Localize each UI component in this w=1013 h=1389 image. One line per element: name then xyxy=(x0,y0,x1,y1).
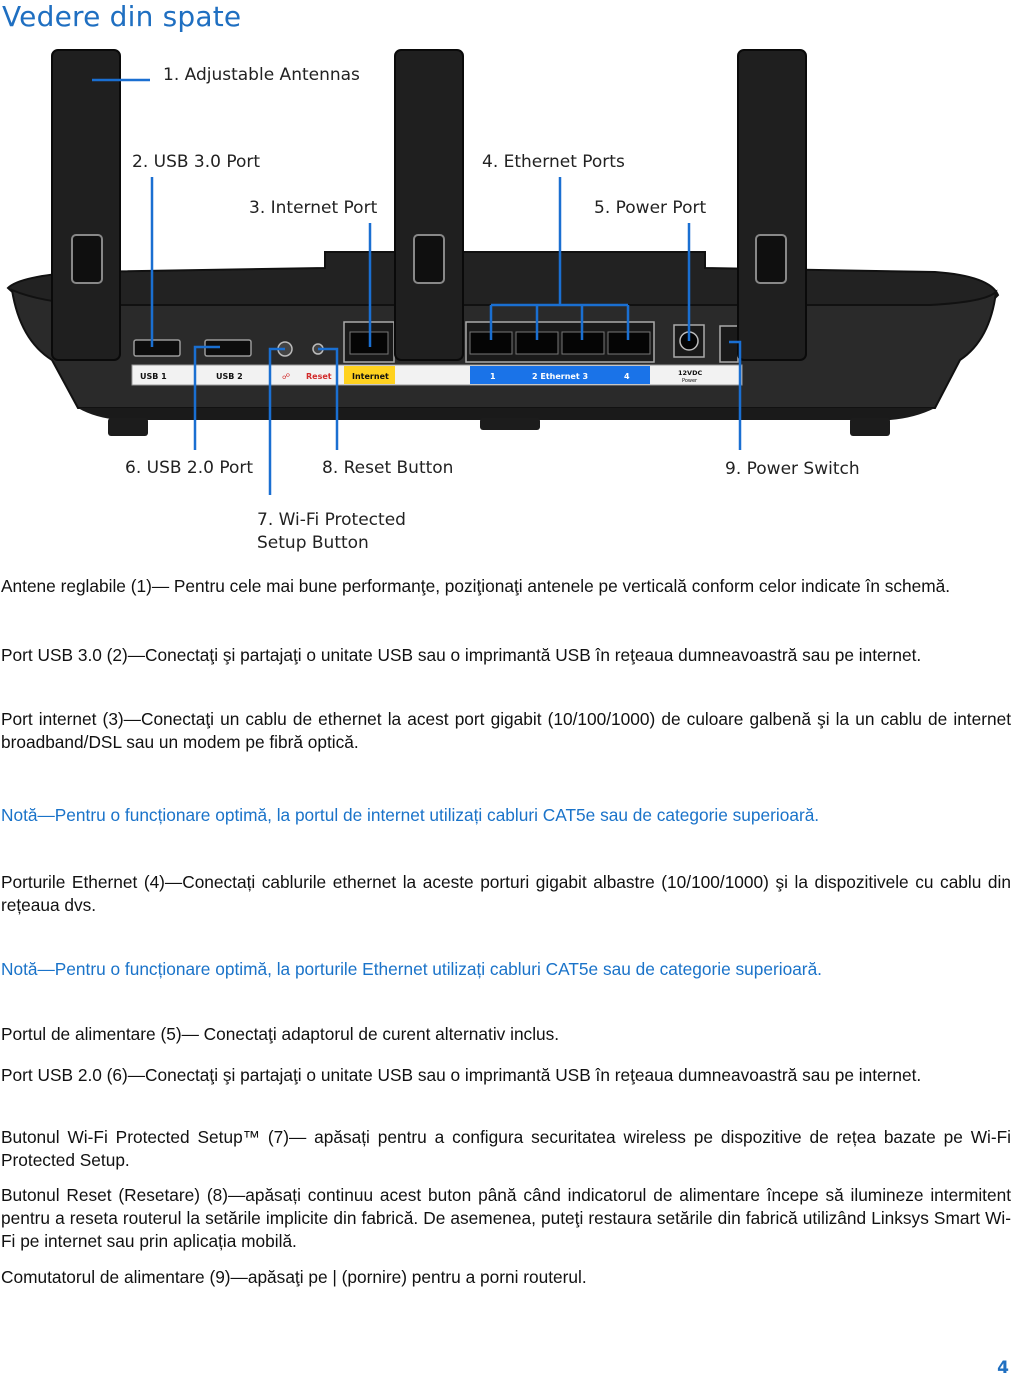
antenna-right xyxy=(737,49,807,361)
router-foot-mid xyxy=(480,418,540,430)
internet-label-bg xyxy=(344,366,395,384)
panel-eth1-label: 1 xyxy=(490,372,496,381)
antenna-right-hinge xyxy=(755,234,787,284)
router-foot-right xyxy=(850,418,890,436)
callout-internet: 3. Internet Port xyxy=(249,198,378,218)
callout-wps-line2: Setup Button xyxy=(257,533,369,553)
panel-usb2-label: USB 2 xyxy=(216,372,243,381)
router-bottom-lip xyxy=(78,408,935,420)
panel-eth4-label: 4 xyxy=(624,372,630,381)
paragraph-ethernet-ports: Porturile Ethernet (4)—Conectați cabluri… xyxy=(1,872,1011,915)
callout-antennas: 1. Adjustable Antennas xyxy=(163,65,360,85)
callout-lines xyxy=(92,78,742,495)
ethernet-label-bg xyxy=(470,366,650,384)
power-switch xyxy=(719,325,739,363)
paragraph-antennas: Antene reglabile (1)— Pentru cele mai bu… xyxy=(1,576,951,596)
callout-usb3: 2. USB 3.0 Port xyxy=(132,152,260,172)
note-internet-port: Notă—Pentru o funcționare optimă, la por… xyxy=(1,805,820,825)
antenna-left xyxy=(51,49,121,361)
callout-line-wps xyxy=(268,347,285,495)
panel-reset-label: Reset xyxy=(306,372,332,381)
callout-line-power-switch xyxy=(729,340,742,450)
antenna-center-hinge xyxy=(413,234,445,284)
paragraph-wps: Butonul Wi-Fi Protected Setup™ (7)— apăs… xyxy=(1,1127,1011,1170)
callout-reset: 8. Reset Button xyxy=(322,458,453,478)
callout-ethernet: 4. Ethernet Ports xyxy=(482,152,625,172)
page-title: Vedere din spate xyxy=(2,0,242,33)
panel-wps-glyph: ☍ xyxy=(282,372,290,381)
panel-power-label-1: 12VDC xyxy=(678,369,702,377)
callout-line-ethernet xyxy=(489,177,630,340)
antenna-left-hinge xyxy=(71,234,103,284)
callout-power-switch: 9. Power Switch xyxy=(725,459,860,479)
paragraph-power-port: Portul de alimentare (5)— Conectaţi adap… xyxy=(1,1024,560,1044)
callout-line-usb2 xyxy=(193,345,220,450)
router-rear-diagram: USB 1 USB 2 ☍ Reset Internet 1 2 Etherne… xyxy=(6,49,1000,553)
usb3-port xyxy=(133,339,181,357)
callout-wps-line1: 7. Wi-Fi Protected xyxy=(257,510,406,530)
paragraph-usb3: Port USB 3.0 (2)—Conectaţi şi partajaţi … xyxy=(1,645,922,665)
paragraph-usb2: Port USB 2.0 (6)—Conectaţi şi partajaţi … xyxy=(1,1065,922,1085)
paragraph-power-switch: Comutatorul de alimentare (9)—apăsaţi pe… xyxy=(1,1267,587,1287)
paragraph-reset: Butonul Reset (Resetare) (8)—apăsați con… xyxy=(1,1185,1011,1251)
router-top-ridge xyxy=(6,251,1000,309)
panel-usb1-label: USB 1 xyxy=(140,372,167,381)
note-ethernet-ports: Notă—Pentru o funcționare optimă, la por… xyxy=(1,959,822,979)
callout-line-reset xyxy=(318,347,339,450)
router-foot-left xyxy=(108,418,148,436)
paragraph-internet-port: Port internet (3)—Conectaţi un cablu de … xyxy=(1,709,1011,752)
panel-internet-label: Internet xyxy=(352,372,389,381)
antenna-center xyxy=(394,49,464,361)
callout-usb2: 6. USB 2.0 Port xyxy=(125,458,253,478)
panel-eth-mid-label: 2 Ethernet 3 xyxy=(532,372,588,381)
panel-power-label-2: Power xyxy=(682,378,698,384)
callout-power-port: 5. Power Port xyxy=(594,198,706,218)
page-number: 4 xyxy=(997,1358,1009,1378)
